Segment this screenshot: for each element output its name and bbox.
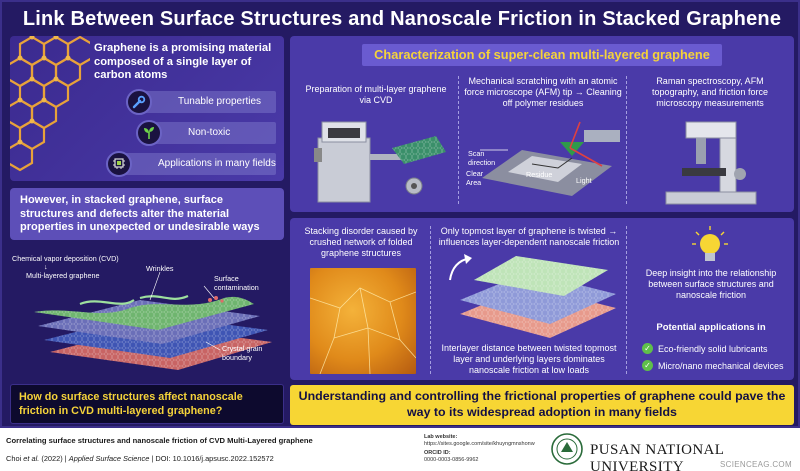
application-lubricants: ✓ Eco-friendly solid lubricants [642, 343, 768, 355]
label-light: Light [576, 176, 592, 185]
orcid-id[interactable]: 0000-0003-0856-9962 [424, 457, 479, 463]
clear-line1: Clear [466, 169, 484, 178]
wrench-icon [126, 89, 152, 115]
interlayer-distance-text: Interlayer distance between twisted topm… [441, 343, 617, 375]
check-icon: ✓ [642, 360, 653, 371]
feature-label: Tunable properties [178, 96, 262, 107]
stacking-disorder-text: Stacking disorder caused by crushed netw… [304, 226, 418, 258]
lab-url[interactable]: https://sites.google.com/site/khuyngmnsh… [424, 441, 535, 447]
label-contamination: Surface contamination [214, 274, 259, 292]
label-grain-line2: boundary [222, 353, 252, 362]
feature-applications: Applications in many fields [120, 153, 276, 175]
citation-journal: Applied Surface Science [68, 454, 150, 463]
feature-nontoxic: Non-toxic [150, 122, 276, 144]
citation-year: (2022) [41, 454, 63, 463]
label-cvd: Chemical vapor deposition (CVD) [12, 254, 119, 263]
citation-doi[interactable]: DOI: 10.1016/j.apsusc.2022.152572 [155, 454, 274, 463]
application-label: Eco-friendly solid lubricants [658, 344, 768, 354]
label-contamination-line2: contamination [214, 283, 259, 292]
cvd-furnace-graphic [314, 121, 446, 203]
measurement-step-text: Raman spectroscopy, AFM topography, and … [652, 76, 768, 108]
orcid-label: ORCID ID: [424, 450, 451, 456]
applications-title: Potential applications in [656, 322, 766, 333]
university-seal-icon [551, 433, 583, 465]
application-devices: ✓ Micro/nano mechanical devices [642, 360, 784, 372]
label-wrinkles: Wrinkles [146, 264, 174, 273]
intro-panel: Graphene is a promising material compose… [10, 36, 284, 181]
citation-separator: | [151, 454, 154, 463]
citation-etal: et al. [23, 454, 40, 463]
feature-tunable: Tunable properties [140, 91, 276, 113]
folded-network-graphic [309, 287, 417, 375]
conclusion-banner: Understanding and controlling the fricti… [290, 385, 794, 425]
divider [430, 226, 431, 374]
lightbulb-icon [692, 226, 728, 261]
insight-text: Deep insight into the relationship betwe… [645, 268, 777, 300]
feature-label: Non-toxic [188, 127, 231, 138]
label-arrow: ↓ [44, 262, 48, 271]
university-name: PUSAN NATIONAL UNIVERSITY [590, 442, 724, 471]
intro-text: Graphene is a promising material compose… [94, 42, 272, 81]
twisted-layer-text: Only topmost layer of graphene is twiste… [438, 226, 620, 247]
label-contamination-line1: Surface [214, 274, 239, 283]
infographic-frame: Link Between Surface Structures and Nano… [0, 0, 800, 428]
watermark: SCIENCEAG.COM [720, 460, 792, 469]
graphene-lattice-decoration [10, 36, 90, 172]
citation-authors: Choi [6, 454, 22, 463]
graphene-stack-illustration: Chemical vapor deposition (CVD) ↓ Multi-… [10, 246, 284, 376]
afm-step-text: Mechanical scratching with an atomic for… [464, 76, 622, 108]
label-multi-layered: Multi-layered graphene [26, 271, 100, 280]
microscope-graphic [665, 121, 757, 205]
raman-map-image [309, 268, 417, 375]
scan-line2: direction [468, 158, 496, 167]
divider [458, 76, 459, 204]
label-scan-direction: Scan direction [468, 149, 495, 167]
afm-scratch-graphic [480, 121, 620, 196]
citation: Choi et al. (2022) | Applied Surface Sci… [6, 454, 274, 463]
label-grain-line1: Crystal grain [222, 344, 263, 353]
stacked-layers-graphic [34, 271, 272, 370]
application-label: Micro/nano mechanical devices [658, 361, 784, 371]
divider [626, 226, 627, 374]
findings-panel: Stacking disorder caused by crushed netw… [290, 218, 794, 380]
label-grain-boundary: Crystal grain boundary [222, 344, 262, 362]
label-clear-area: Clear Area [466, 169, 483, 187]
footer: Correlating surface structures and nanos… [0, 428, 800, 471]
lab-label: Lab website: [424, 434, 458, 440]
scan-line1: Scan [468, 149, 485, 158]
question-callout: How do surface structures affect nanosca… [10, 384, 284, 424]
clear-line2: Area [466, 178, 482, 187]
paper-title: Correlating surface structures and nanos… [6, 436, 313, 445]
main-title: Link Between Surface Structures and Nano… [22, 8, 782, 30]
feature-label: Applications in many fields [158, 158, 276, 169]
check-icon: ✓ [642, 343, 653, 354]
cvd-step-text: Preparation of multi-layer graphene via … [305, 84, 447, 105]
twisted-layers-graphic [449, 254, 616, 338]
however-text: However, in stacked graphene, surface st… [20, 194, 260, 233]
divider [626, 76, 627, 204]
characterization-title: Characterization of super-clean multi-la… [362, 44, 722, 66]
label-residue: Residue [526, 170, 553, 179]
however-callout: However, in stacked graphene, surface st… [10, 188, 284, 240]
conclusion-text: Understanding and controlling the fricti… [298, 389, 786, 419]
citation-separator: | [64, 454, 67, 463]
question-text: How do surface structures affect nanosca… [19, 391, 243, 417]
sprout-icon [136, 120, 162, 146]
flask-chip-icon [106, 151, 132, 177]
characterization-panel: Characterization of super-clean multi-la… [290, 36, 794, 212]
